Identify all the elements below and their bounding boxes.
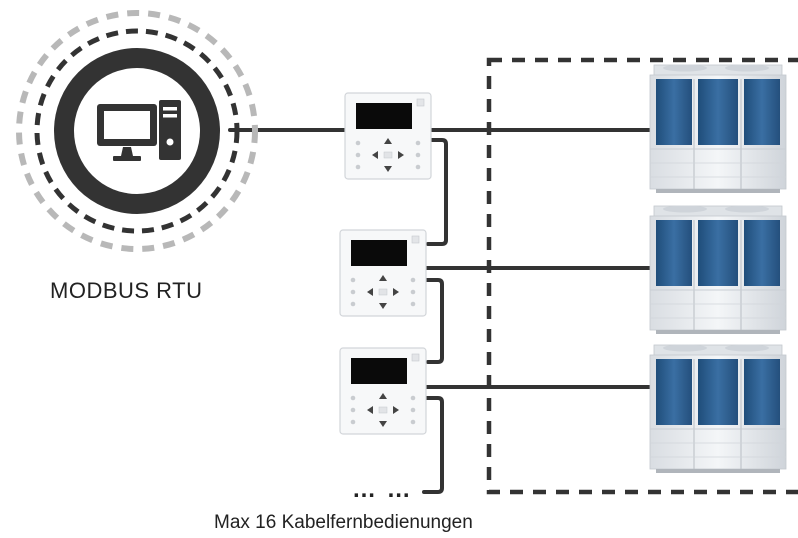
outdoor-units-enclosure: [486, 57, 798, 495]
max-controllers-caption: Max 16 Kabelfernbedienungen: [214, 512, 473, 533]
inner-dashed-ring: [34, 28, 240, 234]
outdoor-unit-1: [649, 64, 787, 194]
controller-3-continuation-link: [422, 396, 444, 494]
modbus-computer-node: [16, 10, 258, 252]
wired-controller-3: [339, 347, 427, 435]
outdoor-unit-3: [649, 344, 787, 474]
modbus-rtu-label: MODBUS RTU: [50, 278, 203, 303]
continuation-dots: … …: [352, 476, 413, 503]
outer-dashed-ring: [16, 10, 258, 252]
outdoor-unit-2: [649, 205, 787, 335]
wired-controller-2: [339, 229, 427, 317]
desktop-computer-icon: [97, 100, 181, 161]
wired-controller-1: [344, 92, 432, 180]
controller-1-to-controller-2-link: [426, 138, 448, 246]
controller-2-to-controller-3-link: [424, 278, 444, 364]
bus-wiring: [228, 128, 652, 494]
